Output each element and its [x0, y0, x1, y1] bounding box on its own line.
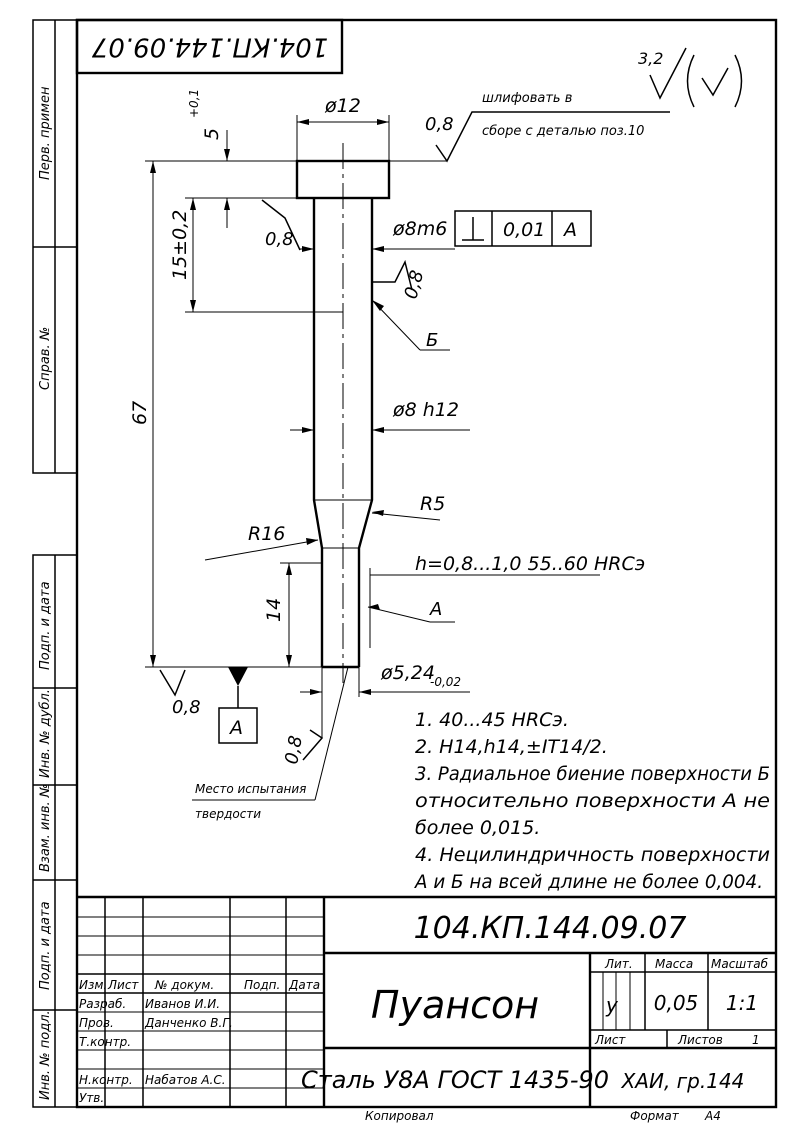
tech-note-5: более 0,015. [415, 817, 540, 839]
mass-value: 0,05 [654, 991, 699, 1015]
roughness-top: 0,8 [425, 114, 454, 135]
dim-head-height-tol: +0,1 [187, 89, 201, 118]
footer-format-value: А4 [704, 1109, 721, 1123]
dim-len-15: 15±0,2 [169, 210, 191, 280]
dim-dia-524: ø5,24 [380, 662, 435, 684]
mass-label: Масса [655, 957, 693, 971]
row-role-0: Разраб. [79, 997, 126, 1011]
lit-label: Лит. [604, 957, 633, 971]
row-person-1: Данченко В.Г. [144, 1016, 233, 1030]
title-block: 104.КП.144.09.07 Пуансон Сталь У8А ГОСТ … [77, 895, 776, 1107]
dim-len-67: 67 [129, 401, 151, 425]
roughness-marks: 0,8 шлифовать в сборе с деталью поз.10 0… [159, 91, 670, 766]
tolerance-value: 0,01 [503, 219, 545, 241]
dim-r16: R16 [248, 523, 285, 545]
sheets-value: 1 [752, 1033, 760, 1047]
dim-head-height: 5 [201, 128, 223, 140]
side-label-sprav-no: Справ. № [38, 327, 53, 390]
col-header-list: Лист [107, 978, 139, 992]
scale-value: 1:1 [726, 991, 758, 1015]
roughness-head-under: 0,8 [265, 229, 294, 250]
doc-code-rotated: 104.КП.144.09.07 [91, 32, 328, 62]
hardness-test-note: Место испытания твердости [192, 666, 349, 821]
side-label-inv-dubl: Инв. № дубл. [38, 689, 53, 778]
side-label-vzam-inv: Взам. инв. № [38, 784, 53, 872]
dim-dia-8h12: ø8 h12 [392, 399, 459, 421]
dim-hardening: h=0,8...1,0 55..60 HRCэ [415, 553, 645, 575]
datum-a-label: А [228, 717, 243, 739]
side-labels: Перв. примен Справ. № Подп. и дата Инв. … [38, 86, 53, 1100]
side-label-inv-podl: Инв. № подл. [38, 1010, 53, 1100]
row-role-2: Т.контр. [79, 1035, 131, 1049]
row-role-5: Утв. [79, 1091, 104, 1105]
tech-note-6: 4. Нецилиндричность поверхности [415, 844, 770, 866]
title-org: ХАИ, гр.144 [621, 1069, 745, 1093]
scale-label: Масштаб [711, 957, 769, 971]
col-header-podp: Подп. [244, 978, 280, 992]
dim-len-14: 14 [263, 598, 285, 622]
row-role-4: Н.контр. [79, 1073, 133, 1087]
side-label-podp-data-2: Подп. и дата [38, 901, 53, 990]
tech-notes: 1. 40...45 HRCэ. 2. H14,h14,±IT14/2. 3. … [413, 709, 770, 893]
general-roughness-value: 3,2 [638, 49, 663, 68]
roughness-bottom: 0,8 [172, 697, 201, 718]
tech-note-2: 2. H14,h14,±IT14/2. [415, 736, 608, 758]
col-header-izm: Изм. [79, 978, 107, 992]
dim-dia-524-tol: -0,02 [430, 675, 461, 689]
footer: Копировал Формат А4 [365, 1109, 721, 1123]
tech-note-3: 3. Радиальное биение поверхности Б [415, 763, 770, 785]
roughness-shank: 0,8 [401, 268, 429, 301]
hardness-test-line2: твердости [195, 807, 261, 821]
dim-dia-head: ø12 [324, 95, 361, 117]
sheet-label: Лист [594, 1033, 626, 1047]
col-header-data: Дата [288, 978, 320, 992]
grinding-note-line1: шлифовать в [482, 91, 572, 106]
row-person-0: Иванов И.И. [145, 997, 220, 1011]
doc-code-rotated-box: 104.КП.144.09.07 [75, 18, 344, 75]
sheet-frame [32, 18, 778, 1109]
roughness-tip: 0,8 [281, 734, 307, 766]
surface-label-b: Б [426, 330, 438, 351]
title-name: Пуансон [371, 983, 539, 1027]
tech-note-4: относительно поверхности А не [415, 790, 770, 812]
tech-note-7: А и Б на всей длине не более 0,004. [413, 871, 763, 893]
tech-note-1: 1. 40...45 HRCэ. [415, 709, 569, 731]
dim-dia-8m6: ø8m6 [392, 218, 447, 240]
side-label-podp-data-1: Подп. и дата [38, 581, 53, 670]
footer-copied: Копировал [365, 1109, 434, 1123]
title-code: 104.КП.144.09.07 [414, 911, 687, 946]
sheets-label: Листов [677, 1033, 723, 1047]
dimensions: ø12 5 +0,1 15±0,2 67 14 ø8m6 [129, 89, 645, 738]
surface-label-a: А [429, 599, 442, 620]
lit-value: у [605, 993, 619, 1017]
grinding-note-line2: сборе с деталью поз.10 [482, 124, 644, 139]
footer-format-label: Формат [630, 1109, 680, 1123]
hardness-test-line1: Место испытания [195, 782, 306, 796]
punch-part [295, 143, 391, 683]
row-role-1: Пров. [79, 1016, 114, 1030]
tolerance-datum: А [562, 219, 577, 241]
title-material: Сталь У8А ГОСТ 1435-90 [301, 1066, 609, 1094]
dim-r5: R5 [420, 493, 445, 515]
general-roughness-mark: 3,2 [638, 47, 743, 108]
datum-a: А [218, 667, 258, 744]
col-header-dokum: № докум. [154, 978, 214, 992]
side-label-perv-primen: Перв. примен [38, 86, 53, 180]
row-person-4: Набатов А.С. [145, 1073, 226, 1087]
